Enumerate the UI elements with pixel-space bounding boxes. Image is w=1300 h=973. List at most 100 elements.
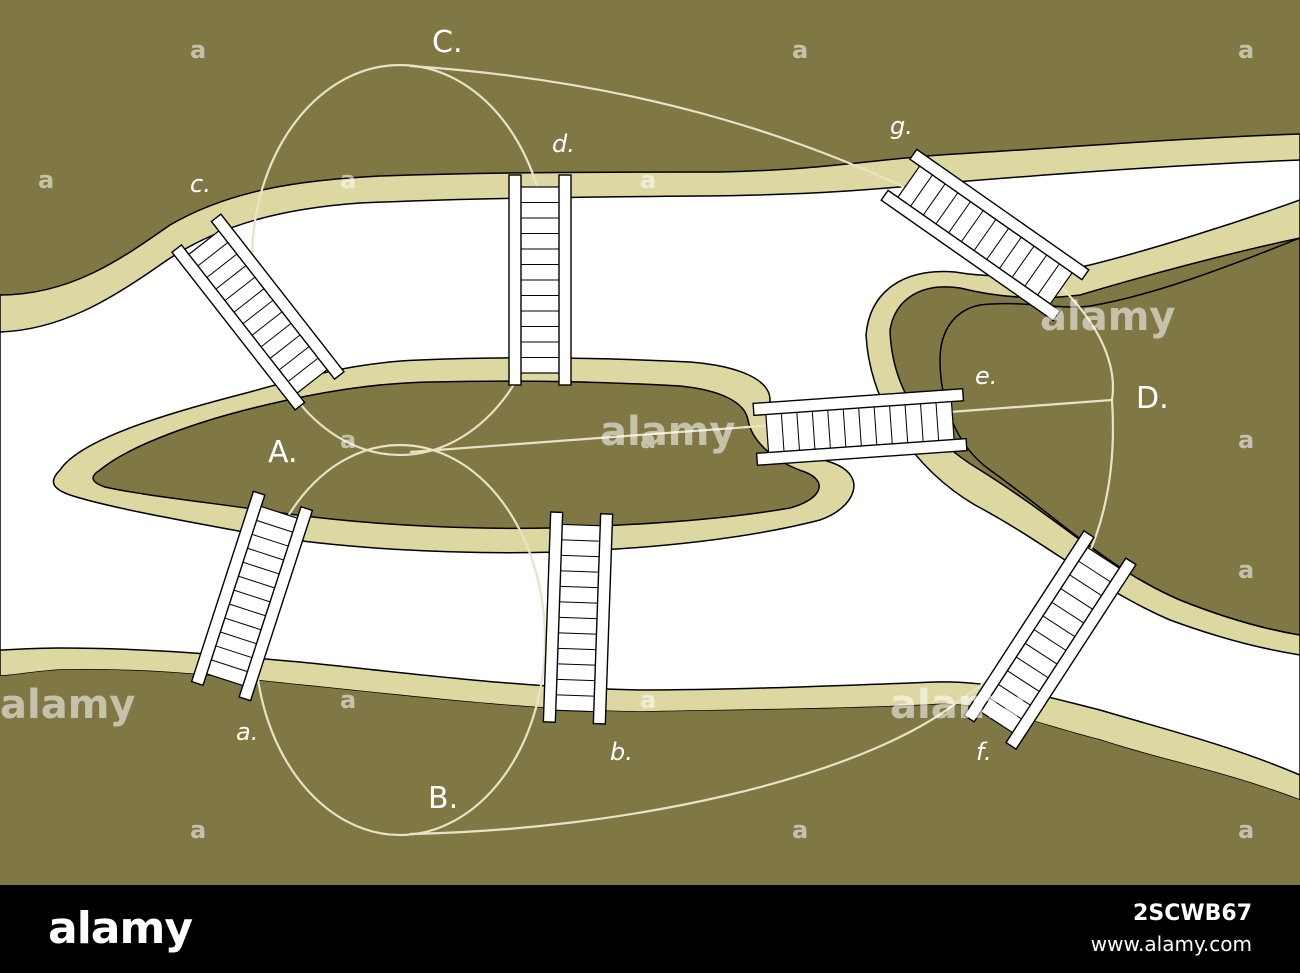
bridge-label-f: f.	[976, 738, 992, 766]
bridge-plank	[555, 539, 606, 542]
bridge-plank	[1021, 249, 1051, 292]
bridge-plank	[209, 643, 258, 660]
bridge-plank	[551, 663, 602, 666]
bridge-plank	[219, 615, 267, 633]
alamy-a-icon: a	[190, 556, 206, 584]
bridge-plank	[550, 694, 601, 697]
bridge-label-c: c.	[190, 170, 211, 198]
bridge-plank	[1037, 612, 1081, 641]
bridge-plank	[944, 196, 975, 238]
bridge-plank	[205, 657, 254, 674]
bridge-rail	[210, 213, 345, 381]
bridge-plank	[552, 632, 603, 635]
alamy-a-icon: a	[792, 36, 808, 64]
region-label-d: D.	[1136, 381, 1169, 416]
bridge-label-g: g.	[890, 112, 913, 140]
bridge-plank	[935, 396, 940, 447]
bridge-plank	[247, 307, 288, 340]
bridge-plank	[1008, 240, 1038, 283]
bridge-plank	[873, 400, 878, 451]
bridge-plank	[552, 616, 604, 620]
bridge-plank	[237, 296, 279, 328]
bridge-rail	[238, 505, 314, 702]
alamy-a-icon: a	[1238, 166, 1254, 194]
bridge-plank	[555, 554, 606, 558]
bridge-plank	[550, 678, 601, 682]
alamy-a-icon: a	[340, 686, 356, 714]
alamy-a-icon: a	[38, 426, 54, 454]
bridge-rail	[542, 511, 564, 723]
alamy-a-icon: a	[792, 816, 808, 844]
watermark-text-right: alamy	[1040, 294, 1175, 340]
bridge-plank	[970, 214, 1000, 256]
bridge-plank	[283, 354, 324, 386]
bridge-plank	[274, 342, 315, 375]
bridge-plank	[984, 694, 1027, 723]
bridge-label-e: e.	[975, 362, 997, 390]
graph-edge-ad	[409, 398, 1113, 454]
watermark-text-center: alamy	[600, 409, 735, 455]
alamy-a-icon: a	[190, 36, 206, 64]
bridge-rail	[190, 490, 266, 687]
alamy-a-icon: a	[640, 686, 656, 714]
footer-brand-logo: alamy	[48, 903, 193, 954]
bridge-plank	[237, 559, 285, 577]
bridge-plank	[811, 405, 816, 456]
graph-edge-bd	[409, 399, 1115, 836]
bridge-plank	[1073, 557, 1116, 586]
bridge-rail	[880, 189, 1062, 322]
bridge-plank	[857, 402, 863, 452]
bridge-a	[190, 490, 314, 702]
bridge-g	[880, 148, 1090, 322]
graph-edge-cd	[409, 64, 1115, 401]
bridge-rail	[508, 174, 522, 386]
bridge-plank	[795, 406, 801, 457]
alamy-a-icon: a	[1238, 426, 1254, 454]
bridge-plank	[888, 399, 894, 450]
bridge-e	[752, 388, 968, 466]
bridge-plank	[842, 403, 847, 454]
bridge-plank	[232, 573, 281, 591]
bridge-plank	[919, 178, 949, 221]
bridge-rail	[1005, 557, 1137, 751]
bridge-plank	[228, 284, 269, 317]
alamy-a-icon: a	[640, 166, 656, 194]
bridge-label-d: d.	[552, 130, 575, 158]
land-d-peninsula	[939, 237, 1300, 636]
bridge-rail	[558, 174, 572, 386]
bridge-plank	[995, 232, 1026, 274]
bridge-rail	[171, 243, 306, 411]
alamy-a-icon: a	[1238, 556, 1254, 584]
bridges	[171, 148, 1137, 751]
region-label-a: A.	[268, 435, 298, 470]
bridge-plank	[1064, 571, 1107, 600]
bridge-label-a: a.	[236, 718, 258, 746]
bridge-plank	[250, 518, 299, 535]
bridge-plank	[904, 398, 909, 449]
bridge-rail	[963, 529, 1095, 723]
footer-url: www.alamy.com	[1090, 932, 1252, 956]
bridge-plank	[201, 249, 242, 282]
region-label-c: C.	[432, 25, 462, 60]
bridge-plank	[919, 397, 925, 448]
alamy-a-icon: a	[792, 556, 808, 584]
watermark-text-lower-right: alamy	[890, 682, 1025, 728]
bridge-plank	[223, 601, 272, 619]
bridge-rail	[755, 437, 968, 466]
alamy-a-icon: a	[640, 426, 656, 454]
bridge-plank	[957, 205, 988, 247]
alamy-a-icon: a	[1238, 36, 1254, 64]
bridge-d	[508, 174, 572, 386]
alamy-a-icon: a	[340, 426, 356, 454]
bridge-plank	[241, 545, 290, 563]
bridge-plank	[1033, 258, 1064, 301]
bridge-plank	[906, 169, 937, 212]
bridge-plank	[551, 647, 602, 651]
bridge-b	[542, 511, 614, 725]
alamy-a-icon: a	[1238, 816, 1254, 844]
bridge-plank	[192, 238, 233, 270]
bridge-plank	[228, 587, 276, 605]
bridge-plank	[982, 223, 1013, 265]
